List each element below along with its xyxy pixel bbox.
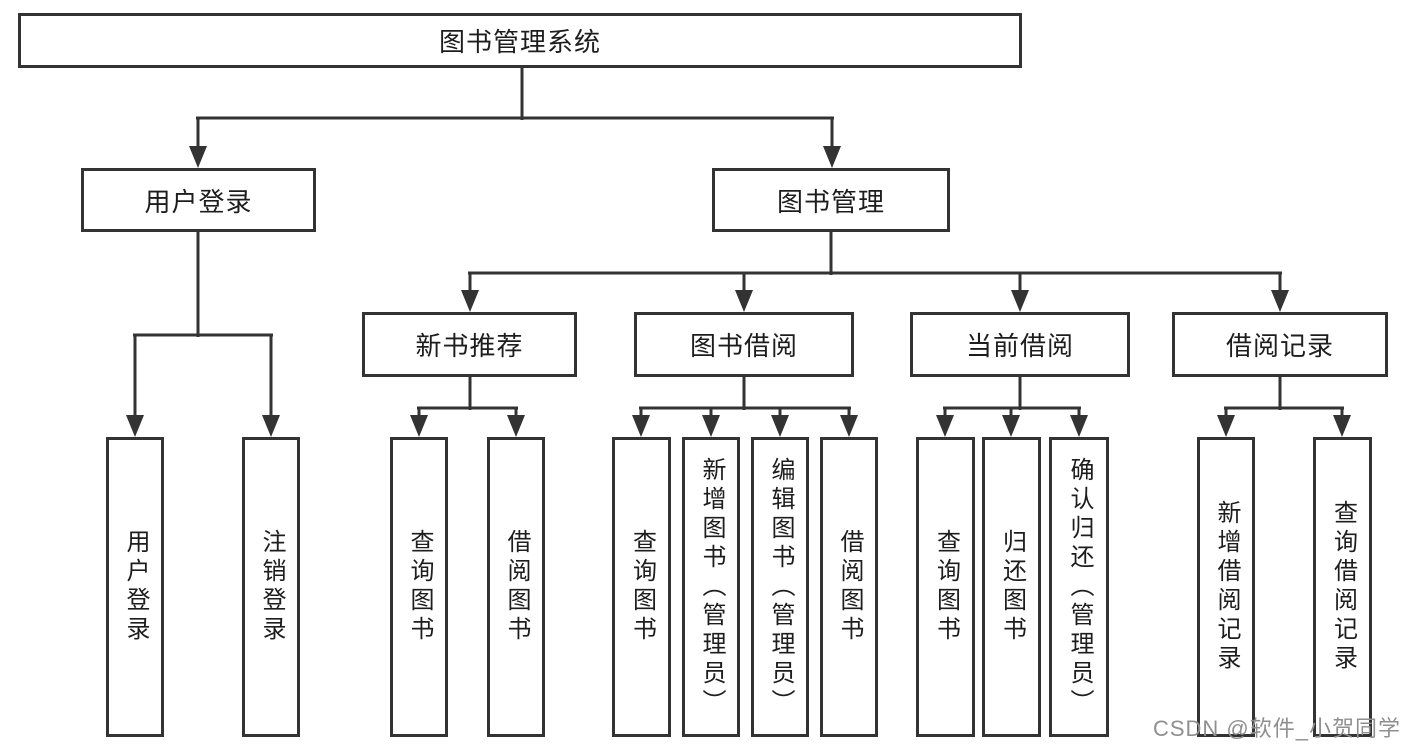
node-label: 新增借阅记录 (1213, 500, 1240, 674)
node-label: 用户登录 (144, 186, 253, 217)
node-label: 查询借阅记录 (1329, 500, 1357, 674)
leaf-records-add: 新增借阅记录 (1197, 437, 1255, 737)
node-new-book-recommendation: 新书推荐 (362, 312, 577, 377)
node-label: 图书管理系统 (438, 27, 601, 57)
node-book-management-system: 图书管理系统 (18, 13, 1022, 68)
leaf-borrow-edit-books: 编辑图书（管理员） (751, 437, 809, 737)
node-label: 查询图书 (932, 529, 960, 645)
node-book-management: 图书管理 (712, 168, 950, 232)
node-book-borrowing: 图书借阅 (634, 312, 854, 377)
node-label: 借阅记录 (1225, 331, 1334, 361)
node-label: 图书借阅 (689, 331, 798, 361)
node-label: 当前借阅 (965, 331, 1074, 361)
node-label: 编辑图书（管理员） (767, 456, 794, 718)
node-borrowing-records: 借阅记录 (1172, 312, 1388, 377)
node-label: 归还图书 (998, 529, 1026, 645)
leaf-borrow-query-books: 查询图书 (612, 437, 671, 737)
node-label: 确认归还（管理员） (1066, 456, 1093, 718)
leaf-rec-borrow-books: 借阅图书 (487, 437, 545, 737)
node-label: 查询图书 (628, 529, 656, 645)
leaf-records-query: 查询借阅记录 (1313, 437, 1372, 737)
node-label: 图书管理 (776, 186, 885, 217)
leaf-current-confirm-return: 确认归还（管理员） (1049, 437, 1109, 737)
node-user-login: 用户登录 (81, 168, 316, 232)
leaf-current-return-books: 归还图书 (982, 437, 1041, 737)
node-label: 用户登录 (122, 529, 149, 645)
leaf-logout: 注销登录 (242, 437, 300, 737)
node-label: 借阅图书 (836, 529, 863, 645)
node-label: 新增图书（管理员） (698, 456, 725, 718)
leaf-rec-query-books: 查询图书 (390, 437, 448, 737)
node-label: 查询图书 (406, 529, 433, 645)
node-current-borrowing: 当前借阅 (910, 312, 1130, 377)
node-label: 新书推荐 (415, 331, 524, 361)
leaf-borrow-borrow-books: 借阅图书 (820, 437, 878, 737)
csdn-watermark: CSDN @软件_小贺同学 (1152, 716, 1401, 741)
node-label: 借阅图书 (503, 529, 530, 645)
leaf-user-login: 用户登录 (106, 437, 164, 737)
node-label: 注销登录 (258, 529, 285, 645)
leaf-current-query-books: 查询图书 (916, 437, 975, 737)
leaf-borrow-add-books: 新增图书（管理员） (682, 437, 740, 737)
